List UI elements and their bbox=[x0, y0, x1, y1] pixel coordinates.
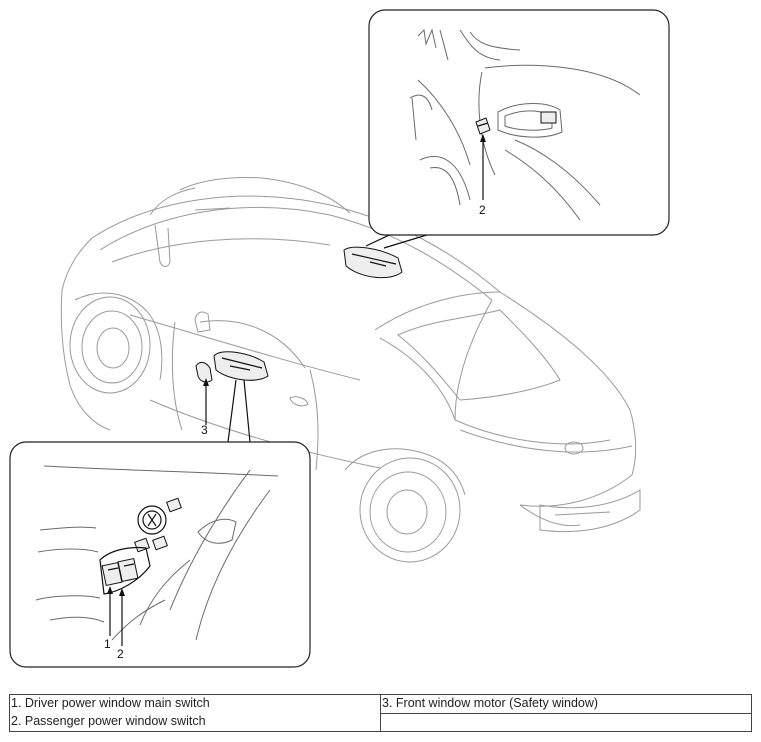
callout-bottom-label-1: 1 bbox=[104, 637, 111, 651]
passenger-switch-detail bbox=[475, 117, 491, 135]
legend-table: 1. Driver power window main switch 2. Pa… bbox=[9, 694, 752, 732]
callout-bottom-label-2: 2 bbox=[117, 647, 124, 661]
callout-driver-switch: 1 2 bbox=[9, 441, 311, 668]
driver-switch-on-car bbox=[213, 351, 269, 381]
legend-column-left: 1. Driver power window main switch 2. Pa… bbox=[10, 695, 381, 731]
power-window-location-diagram: 3 2 bbox=[9, 9, 670, 668]
label-3: 3 bbox=[201, 423, 208, 437]
legend-column-right: 3. Front window motor (Safety window) bbox=[381, 695, 751, 731]
car-parts bbox=[195, 246, 403, 383]
legend-item-front-window-motor: 3. Front window motor (Safety window) bbox=[381, 695, 751, 714]
legend-item-driver-main-switch: 1. Driver power window main switch bbox=[11, 696, 210, 710]
callout-top-label-2: 2 bbox=[479, 203, 486, 217]
legend-empty-cell bbox=[381, 714, 751, 732]
callout-passenger-switch: 2 bbox=[368, 9, 670, 236]
legend-item-passenger-switch: 2. Passenger power window switch bbox=[11, 714, 206, 728]
window-motor bbox=[195, 361, 213, 383]
car-outline bbox=[60, 177, 641, 563]
passenger-switch-detail-driver-door bbox=[117, 557, 139, 583]
